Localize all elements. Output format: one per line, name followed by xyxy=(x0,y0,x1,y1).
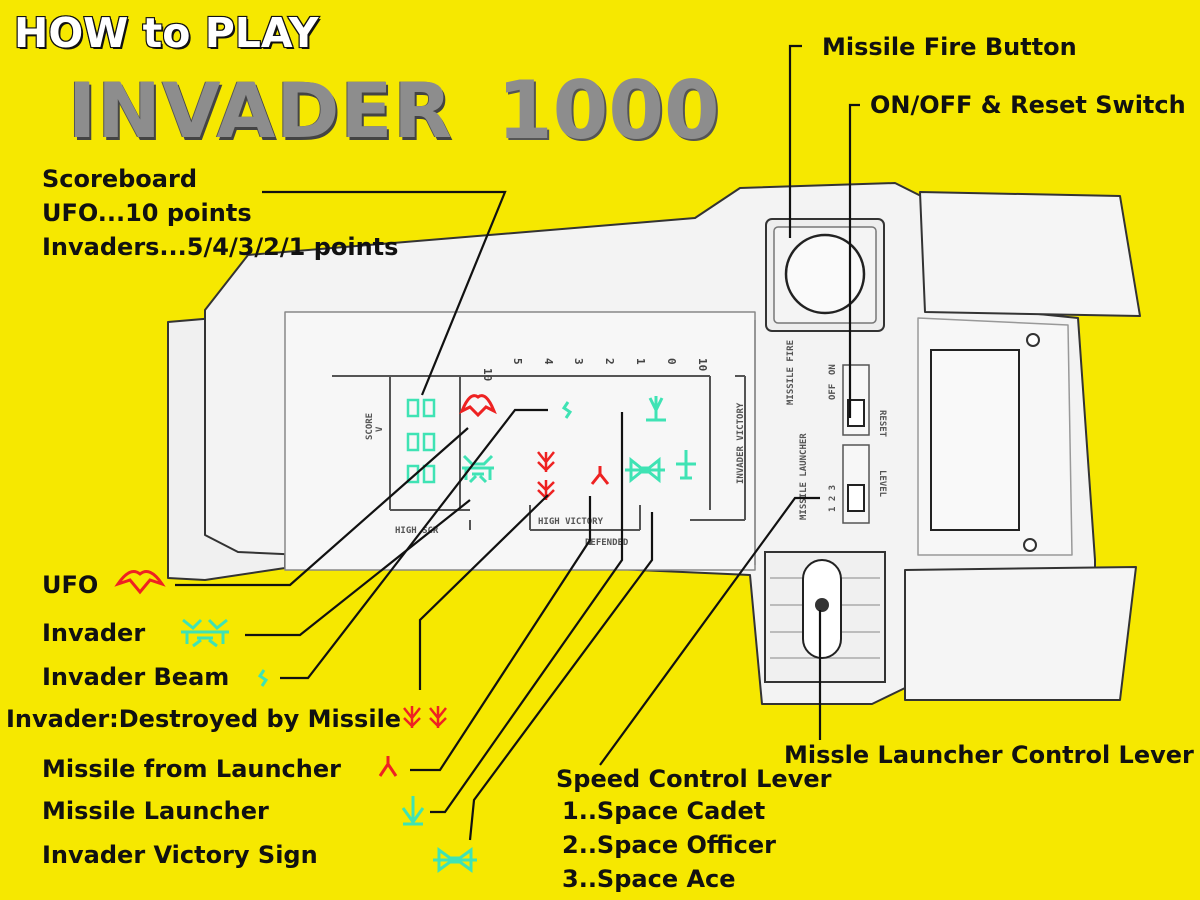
speed-level-1: 1..Space Cadet xyxy=(562,797,766,825)
svg-text:1: 1 xyxy=(634,358,647,365)
svg-text:ON: ON xyxy=(828,364,838,375)
display-destroyed-icon xyxy=(537,451,555,500)
missile-icon xyxy=(378,756,398,777)
missile-launcher-icon xyxy=(401,796,425,826)
invader-destroyed-label: Invader:Destroyed by Missile xyxy=(6,705,402,733)
svg-text:10: 10 xyxy=(696,358,709,371)
invader-beam-label: Invader Beam xyxy=(42,663,230,691)
victory-sign-icon xyxy=(433,847,477,873)
scoreboard-label: Scoreboard xyxy=(42,165,197,193)
bottom-right-wing xyxy=(904,566,1137,701)
svg-text:LEVEL: LEVEL xyxy=(877,470,887,498)
screw-top xyxy=(1026,333,1040,347)
svg-text:1 2 3: 1 2 3 xyxy=(828,485,838,512)
svg-text:HIGH VICTORY: HIGH VICTORY xyxy=(538,517,604,527)
ufo-label: UFO xyxy=(42,571,99,599)
missile-launcher-label: Missile Launcher xyxy=(42,797,269,825)
svg-text:RESET: RESET xyxy=(877,410,887,438)
column-numbers: 10 5 4 3 2 1 0 10 xyxy=(481,358,709,381)
svg-text:5: 5 xyxy=(511,358,524,365)
ufo-icon xyxy=(114,570,166,595)
launcher-lever xyxy=(764,551,886,683)
svg-text:DEFENDED: DEFENDED xyxy=(585,538,629,548)
rating-plate xyxy=(930,349,1020,531)
how-to-play-heading: HOW to PLAY xyxy=(13,8,320,58)
top-right-wing xyxy=(919,191,1141,317)
invader-beam-icon xyxy=(257,669,269,687)
svg-text:HIGH SCR: HIGH SCR xyxy=(395,526,439,536)
svg-text:MISSILE LAUNCHER: MISSILE LAUNCHER xyxy=(799,433,809,520)
svg-text:0: 0 xyxy=(665,358,678,365)
ufo-points-label: UFO...10 points xyxy=(42,199,252,227)
speed-level-3: 3..Space Ace xyxy=(562,865,736,893)
score-digits xyxy=(406,398,436,484)
display-missile-icon xyxy=(590,466,610,485)
svg-text:10: 10 xyxy=(481,368,494,381)
speed-control-lever-label: Speed Control Lever xyxy=(556,765,832,793)
title-number: 1000 xyxy=(497,64,720,157)
on-off-switch: OFF ON RESET xyxy=(828,364,887,438)
destroyed-invader-icon xyxy=(403,706,447,728)
leader-lines xyxy=(175,44,860,841)
missile-from-launcher-label: Missile from Launcher xyxy=(42,755,341,783)
missile-fire-button-label: Missile Fire Button xyxy=(822,33,1077,61)
invader-points-label: Invaders...5/4/3/2/1 points xyxy=(42,233,399,261)
title-word: INVADER xyxy=(68,66,453,155)
svg-text:4: 4 xyxy=(542,358,555,365)
display-launcher-icon xyxy=(646,396,696,480)
svg-text:OFF: OFF xyxy=(828,384,838,400)
display-beam-icon xyxy=(561,401,573,419)
level-switch: 1 2 3 LEVEL xyxy=(828,444,887,524)
svg-text:V: V xyxy=(375,426,385,432)
screw-bottom xyxy=(1023,538,1037,552)
invader-victory-sign-label: Invader Victory Sign xyxy=(42,841,318,869)
invader-icon xyxy=(181,618,229,648)
speed-level-2: 2..Space Officer xyxy=(562,831,776,859)
display-panel xyxy=(284,311,756,571)
svg-text:3: 3 xyxy=(572,358,585,365)
svg-text:SCORE: SCORE xyxy=(365,413,375,440)
svg-text:MISSILE FIRE: MISSILE FIRE xyxy=(786,340,796,405)
display-ufo-icon xyxy=(459,394,497,418)
on-off-reset-label: ON/OFF & Reset Switch xyxy=(870,91,1186,119)
fire-button-icon xyxy=(765,218,885,332)
svg-text:2: 2 xyxy=(603,358,616,365)
display-victory-icon xyxy=(625,456,665,484)
invader-label: Invader xyxy=(42,619,146,647)
svg-text:INVADER VICTORY: INVADER VICTORY xyxy=(736,402,746,484)
launcher-control-lever-label: Missle Launcher Control Lever xyxy=(784,741,1194,769)
